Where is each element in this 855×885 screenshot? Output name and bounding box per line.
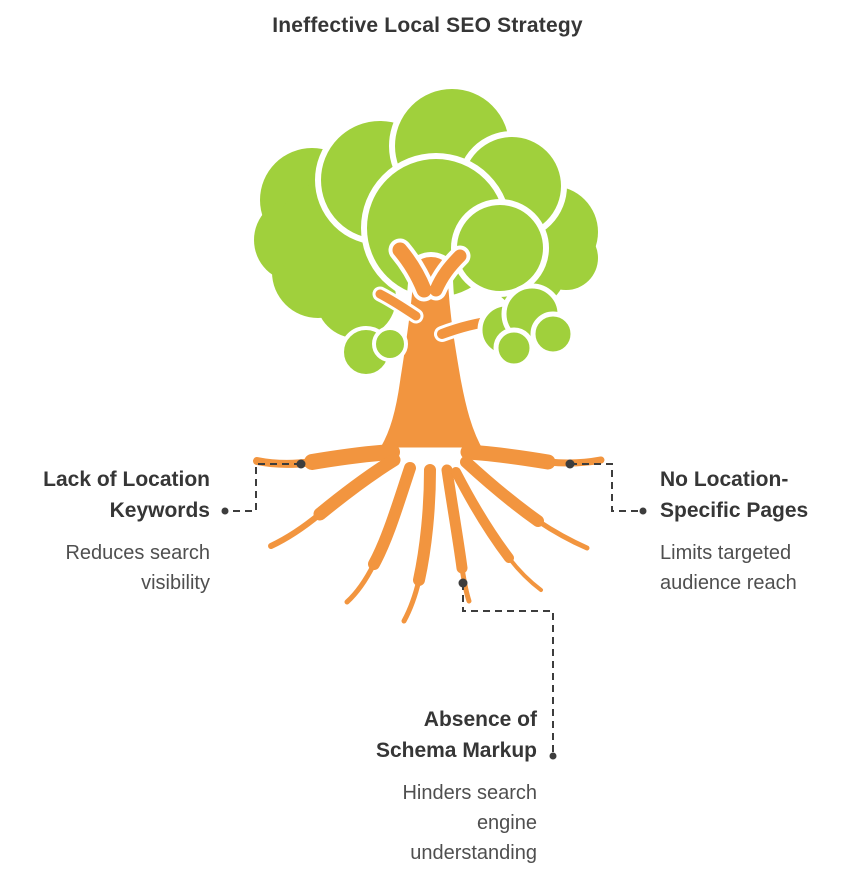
root: [460, 444, 556, 470]
root: [451, 467, 514, 563]
description-line: engine: [476, 812, 537, 834]
callout-heading: Absence of Schema Markup: [330, 704, 537, 766]
heading-line: No Location-: [660, 468, 789, 491]
callout-lack-of-location-keywords: Lack of Location Keywords Reduces search…: [20, 464, 210, 598]
branch: [429, 249, 467, 297]
page-title: Ineffective Local SEO Strategy: [272, 14, 583, 37]
root: [460, 456, 544, 527]
callout-description: Hinders search engine understanding: [330, 778, 537, 868]
tree-puffs: [340, 283, 576, 378]
branch: [375, 289, 421, 321]
description-line: audience reach: [660, 572, 797, 594]
heading-line: Specific Pages: [660, 499, 809, 522]
root: [304, 444, 400, 470]
heading-line: Schema Markup: [375, 739, 537, 762]
root: [313, 453, 401, 521]
callout-no-location-specific-pages: No Location- Specific Pages Limits targe…: [660, 464, 850, 598]
connector-anchor-dot: [458, 578, 468, 588]
connector-anchor-dot: [565, 459, 575, 469]
root: [344, 561, 377, 605]
callout-absence-of-schema-markup: Absence of Schema Markup Hinders search …: [330, 704, 537, 868]
description-line: Limits targeted: [660, 542, 792, 564]
tree-canopy: [254, 83, 598, 338]
description-line: Hinders search: [402, 782, 537, 804]
puff-blob: [372, 326, 408, 362]
root: [401, 577, 422, 624]
root: [441, 464, 468, 574]
connector-left: [230, 463, 301, 512]
heading-line: Keywords: [109, 499, 210, 522]
callout-heading: Lack of Location Keywords: [20, 464, 210, 526]
callout-heading: No Location- Specific Pages: [660, 464, 850, 526]
connector-right: [570, 463, 638, 512]
heading-line: Lack of Location: [43, 468, 210, 491]
puff-blob: [530, 311, 576, 357]
description-line: visibility: [141, 572, 210, 594]
callout-description: Limits targeted audience reach: [660, 538, 850, 598]
root: [535, 518, 590, 551]
tree-trunk-roots: [253, 238, 605, 624]
canopy-blob: [451, 199, 549, 297]
root: [413, 464, 436, 586]
root: [507, 556, 543, 592]
root: [544, 456, 605, 467]
root: [368, 462, 416, 570]
connector-end-dot: [549, 752, 557, 760]
connector-end-dot: [639, 507, 647, 515]
connectors: [221, 459, 647, 760]
root: [268, 511, 323, 549]
connector-end-dot: [221, 507, 229, 515]
callout-description: Reduces search visibility: [20, 538, 210, 598]
connector-anchor-dot: [296, 459, 306, 469]
description-line: understanding: [410, 842, 537, 864]
branch: [392, 242, 432, 298]
heading-line: Absence of: [423, 708, 537, 731]
puff-blob: [493, 327, 535, 369]
connector-bottom: [462, 583, 554, 752]
description-line: Reduces search: [65, 542, 210, 564]
